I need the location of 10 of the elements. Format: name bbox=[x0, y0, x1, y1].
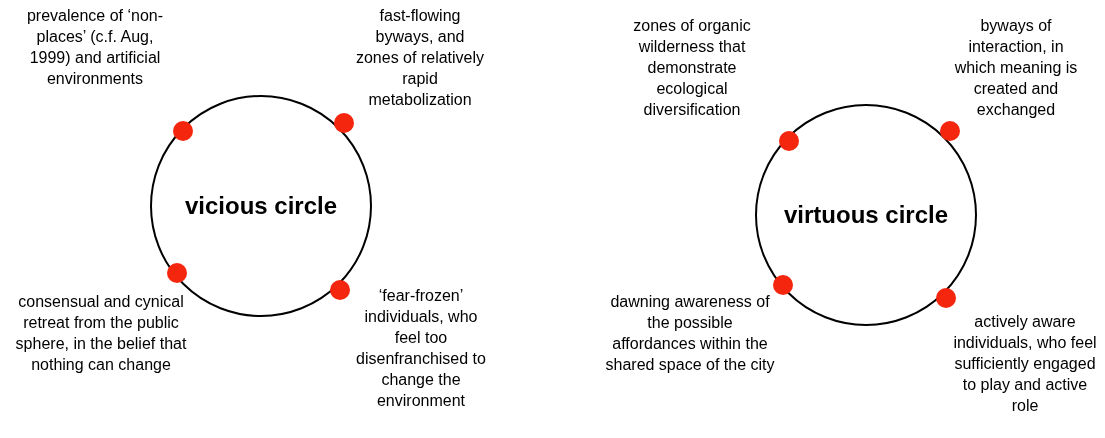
annotation-text: consensual and cynical retreat from the public sphere, in the belief that nothing can change bbox=[14, 292, 188, 375]
annotation-text: dawning awareness of the possible affordances within the shared space of the city bbox=[605, 292, 775, 375]
annotation-text: actively aware individuals, who feel sufficiently engaged to play and active role bbox=[952, 312, 1098, 416]
circle-title: virtuous circle bbox=[783, 201, 949, 229]
annotation-text: prevalence of ‘non-places’ (c.f. Aug, 1999) and artificial environments bbox=[25, 6, 165, 89]
circle-title: vicious circle bbox=[184, 192, 338, 220]
annotation-text: ‘fear-frozen’ individuals, who feel too disenfranchised to change the environment bbox=[355, 286, 487, 411]
annotation-text: fast-flowing byways, and zones of relatively rapid metabolization bbox=[355, 6, 485, 110]
annotation-text: byways of interaction, in which meaning is created and exchanged bbox=[953, 16, 1079, 120]
annotation-text: zones of organic wilderness that demonstrate ecological diversification bbox=[632, 16, 752, 120]
